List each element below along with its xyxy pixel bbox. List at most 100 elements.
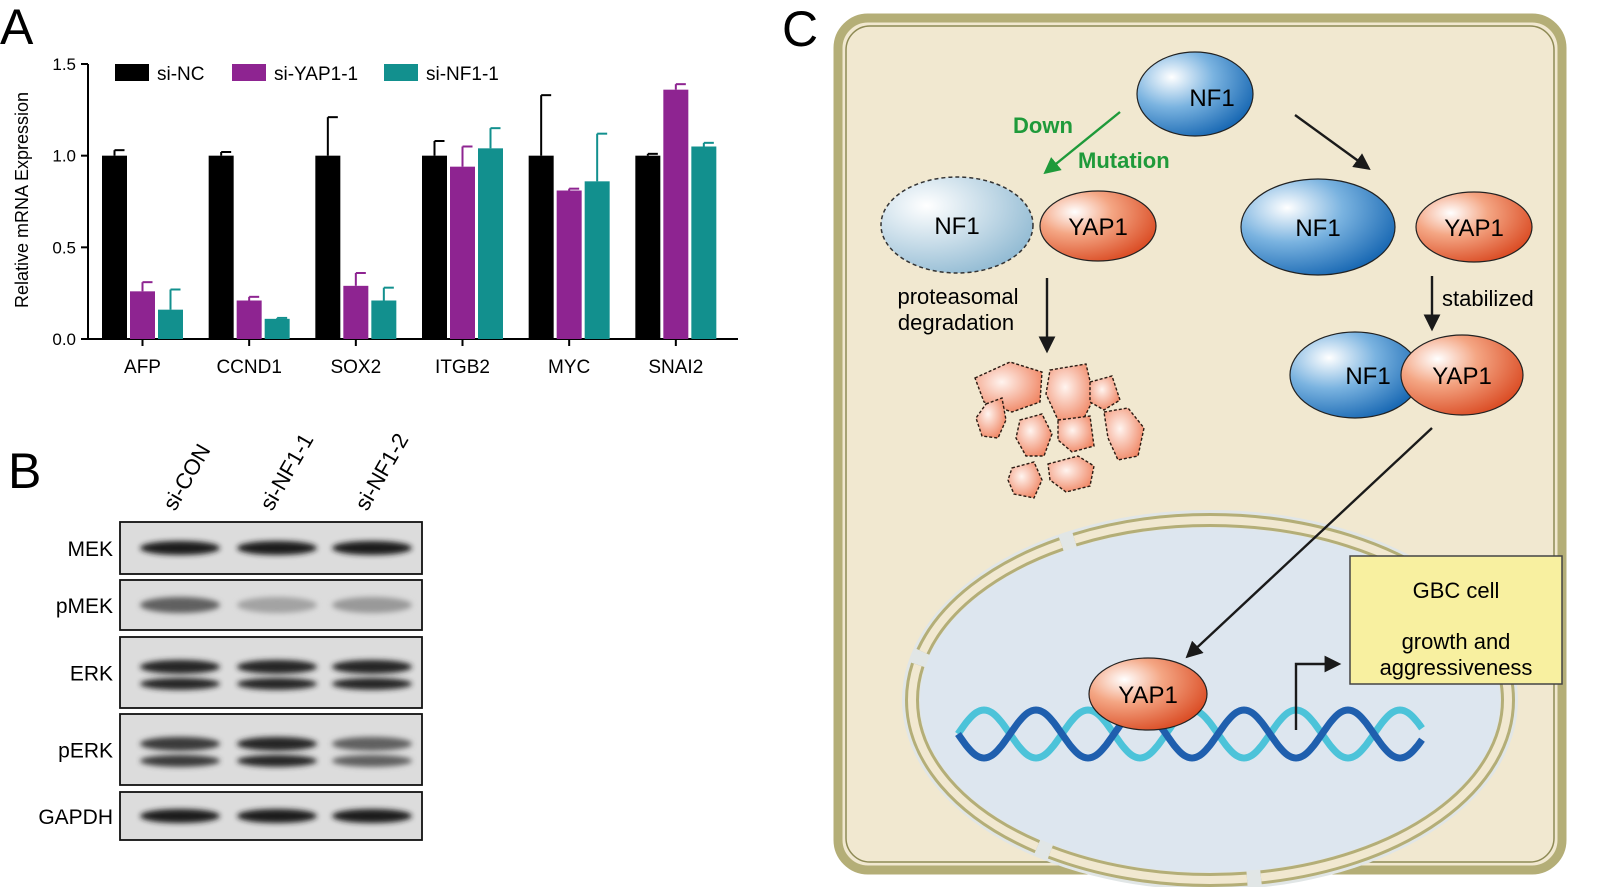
bar	[691, 146, 717, 339]
nf1-to-right-arrow	[1294, 114, 1371, 170]
x-tick-label: CCND1	[216, 357, 281, 378]
protein-fragments	[974, 361, 1145, 499]
yap1-nuclear-translocation-arrow	[1185, 427, 1433, 659]
y-tick-label: 1.5	[52, 55, 76, 74]
blot-row: GAPDH	[38, 791, 423, 841]
blot-band	[237, 736, 317, 751]
chart-axes: 0.0 0.5 1.0 1.5	[52, 55, 738, 349]
blot-row-label: MEK	[67, 538, 113, 561]
blot-row: pERK	[58, 713, 423, 786]
chart-bars	[102, 83, 717, 340]
transcription-arrow	[1294, 655, 1342, 730]
nf1-right: NF1	[1240, 178, 1396, 276]
bar	[102, 155, 127, 339]
down-mutation-arrow	[1043, 111, 1121, 175]
bar	[635, 155, 661, 339]
yap1-left: YAP1	[1039, 190, 1157, 262]
blot-band	[140, 659, 220, 674]
bar	[130, 291, 155, 339]
mutation-label: Mutation	[1078, 148, 1170, 173]
bar	[556, 190, 582, 339]
legend-swatch	[384, 64, 418, 81]
x-tick-label: MYC	[548, 357, 590, 378]
blot-row: ERK	[70, 636, 423, 709]
blot-band	[140, 736, 220, 751]
x-tick-label: SOX2	[330, 357, 381, 378]
x-tick-label: AFP	[124, 357, 161, 378]
legend-label: si-YAP1-1	[274, 64, 358, 85]
blot-band	[332, 677, 412, 690]
complex-yap1-label: YAP1	[1432, 363, 1492, 390]
blot-rows: MEK pMEK ERK pERK GAPDH	[38, 521, 423, 841]
bar	[315, 155, 341, 339]
yap1-right: YAP1	[1415, 191, 1533, 263]
blot-band	[332, 754, 412, 767]
blot-band	[237, 809, 317, 823]
bar	[663, 89, 689, 340]
degradation-label: degradation	[898, 310, 1014, 335]
blot-band	[237, 541, 317, 555]
nf1-top: NF1	[1136, 51, 1254, 137]
stabilized-label: stabilized	[1442, 286, 1534, 311]
down-label: Down	[1013, 113, 1073, 138]
blot-band	[237, 754, 317, 767]
gbc-line-1: GBC cell	[1413, 578, 1500, 603]
x-tick-label: SNAI2	[648, 357, 703, 378]
y-tick-label: 0.0	[52, 330, 76, 349]
blot-band	[237, 659, 317, 674]
blot-row-label: pMEK	[56, 595, 113, 618]
panel-a-letter: A	[0, 0, 34, 55]
yap1-right-label: YAP1	[1444, 215, 1504, 242]
blot-band	[140, 809, 220, 823]
yap1-nucleus-label: YAP1	[1118, 682, 1178, 709]
yap1-nucleus: YAP1	[1088, 657, 1208, 731]
blot-band	[140, 677, 220, 690]
bar	[343, 285, 369, 339]
y-tick-label: 1.0	[52, 147, 76, 166]
blot-band	[332, 659, 412, 674]
chart-legend: si-NC si-YAP1-1 si-NF1-1	[115, 64, 499, 85]
blot-row: pMEK	[56, 579, 423, 631]
legend-swatch	[232, 64, 266, 81]
blot-row-label: pERK	[58, 740, 113, 763]
blot-row-label: ERK	[70, 663, 113, 686]
bar	[528, 155, 554, 339]
blot-band	[237, 597, 317, 613]
blot-row: MEK	[67, 521, 423, 575]
gbc-line-3: aggressiveness	[1380, 655, 1533, 680]
blot-band	[140, 541, 220, 555]
bar	[158, 309, 183, 339]
dna-strand-dark	[955, 706, 1425, 762]
panel-b-letter: B	[8, 443, 41, 499]
bar	[236, 300, 262, 339]
bar	[584, 181, 610, 339]
nf1-degraded: NF1	[880, 176, 1034, 274]
blot-band	[332, 809, 412, 823]
blot-band	[332, 597, 412, 613]
legend-swatch	[115, 64, 149, 81]
nf1-top-label: NF1	[1189, 85, 1234, 112]
bar	[422, 155, 447, 339]
blot-band	[237, 677, 317, 690]
nf1-degraded-label: NF1	[934, 213, 979, 240]
blot-row-label: GAPDH	[38, 806, 113, 829]
bar	[371, 300, 397, 339]
bar	[264, 318, 290, 339]
blot-band	[332, 736, 412, 751]
y-axis-label: Relative mRNA Expression	[12, 92, 32, 308]
nf1-right-label: NF1	[1295, 215, 1340, 242]
gbc-line-2: growth and	[1402, 629, 1511, 654]
blot-band	[332, 541, 412, 555]
legend-label: si-NC	[157, 64, 205, 85]
gbc-outcome-box: GBC cell growth and aggressiveness	[1349, 555, 1563, 685]
y-tick-label: 0.5	[52, 238, 76, 257]
complex-nf1-label: NF1	[1345, 363, 1390, 390]
bar	[450, 166, 475, 339]
legend-label: si-NF1-1	[426, 64, 499, 85]
bar	[478, 148, 503, 339]
yap1-left-label: YAP1	[1068, 214, 1128, 241]
blot-band	[140, 754, 220, 767]
